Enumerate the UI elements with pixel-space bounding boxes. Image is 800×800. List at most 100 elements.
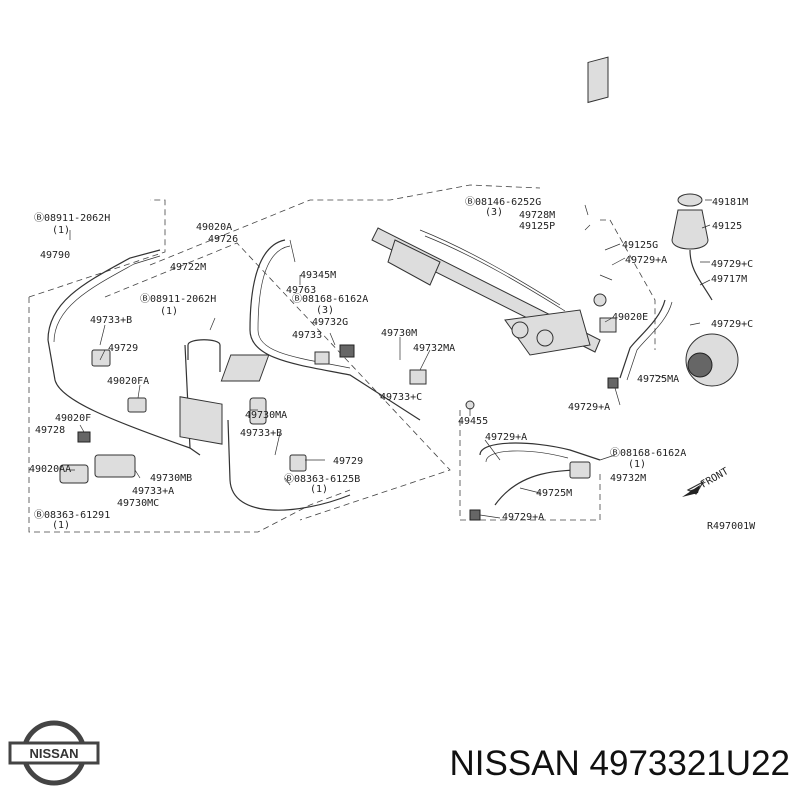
part-label: 49730MB <box>150 473 192 484</box>
part-label: 49020A <box>196 222 232 233</box>
part-label: 49730MA <box>245 410 287 421</box>
part-label: 49729+A <box>485 432 527 443</box>
pressure-hose-49722m <box>249 239 421 421</box>
part-label: 49729 <box>333 456 363 467</box>
clamp-49732g <box>339 344 355 358</box>
logo-bar <box>8 741 100 765</box>
part-label: 49125 <box>712 221 742 232</box>
oil-pump-pulley <box>687 352 713 378</box>
upper-right-outline <box>600 219 656 350</box>
clamp-49733 <box>314 351 330 365</box>
part-label: 49020FA <box>107 376 149 387</box>
part-label: 49725MA <box>637 374 679 385</box>
part-label: 49726 <box>208 234 238 245</box>
part-label: Ⓑ08911-2062H <box>140 293 216 305</box>
plate-49730ma <box>249 397 267 425</box>
part-label: Ⓑ08168-6162A <box>610 447 686 459</box>
front-arrow-head <box>682 485 700 497</box>
cooler-pipe-lower <box>184 344 201 456</box>
return-pipe-49790 <box>47 249 161 341</box>
part-label: 49725M <box>536 488 572 499</box>
part-label: 49730M <box>381 328 417 339</box>
return-pipe-49790-inner <box>53 255 161 343</box>
part-label: 49732M <box>610 473 646 484</box>
part-label: Ⓑ08363-61291 <box>34 509 110 521</box>
part-label: 49020F <box>55 413 91 424</box>
part-label: 49733+B <box>240 428 282 439</box>
part-label: 49729+C <box>711 319 753 330</box>
part-label: (1) <box>310 484 328 495</box>
part-label: Ⓑ08363-6125B <box>284 473 360 485</box>
part-label: (1) <box>52 225 70 236</box>
part-label: 49729+A <box>502 512 544 523</box>
gear-joint-3 <box>593 293 607 307</box>
part-label: (1) <box>52 520 70 531</box>
pressure-hose-49722m-inner <box>257 245 351 369</box>
bracket-49125g <box>587 56 609 104</box>
part-label: (3) <box>316 305 334 316</box>
part-label: 49733+C <box>380 392 422 403</box>
clamp-49729-center <box>289 454 307 472</box>
part-label: 49125P <box>519 221 555 232</box>
leader-lines <box>69 199 712 519</box>
part-label: Ⓑ08146-6252G <box>465 196 541 208</box>
part-label: 49345M <box>300 270 336 281</box>
clamp-49732m <box>569 461 591 479</box>
part-label: 49455 <box>458 416 488 427</box>
part-label: 49733+B <box>90 315 132 326</box>
part-label: 49717M <box>711 274 747 285</box>
part-label: 49020E <box>612 312 648 323</box>
part-label: (1) <box>160 306 178 317</box>
suction-hose-inner <box>626 301 673 381</box>
cooler-loop <box>187 339 221 372</box>
part-label: 49728 <box>35 425 65 436</box>
clamp-49729a-right <box>607 377 619 389</box>
part-label: 49733 <box>292 330 322 341</box>
part-label: 49732G <box>312 317 348 328</box>
part-label: 49729+A <box>625 255 667 266</box>
part-label: 49020AA <box>29 464 71 475</box>
part-label: 49722M <box>170 262 206 273</box>
logo-text: NISSAN <box>29 746 78 761</box>
lower-return-pipe <box>227 419 351 511</box>
part-label: (3) <box>485 207 503 218</box>
clamp-49020e <box>599 317 617 333</box>
clamp-49020fa <box>127 397 147 413</box>
return-hose-49725m-inner <box>485 450 569 463</box>
part-number-caption: NISSAN 4973321U22 <box>449 744 791 783</box>
bracket-49730mb <box>94 454 136 478</box>
part-label: 49733+A <box>132 486 174 497</box>
gear-joint-1 <box>511 321 529 339</box>
center-group-outline <box>104 242 451 521</box>
reservoir-cap-49181m <box>677 193 703 207</box>
reservoir-hose-49717m <box>689 249 713 301</box>
part-label: 49729+C <box>711 259 753 270</box>
part-label: 49125G <box>622 240 658 251</box>
part-label: (1) <box>628 459 646 470</box>
bracket-49730m <box>220 354 270 382</box>
nissan-logo: NISSAN <box>8 720 100 786</box>
part-label: 49729+A <box>568 402 610 413</box>
part-label: Ⓑ08911-2062H <box>34 212 110 224</box>
part-label: 49790 <box>40 250 70 261</box>
part-label: 49729 <box>108 343 138 354</box>
label-layer: Ⓑ08911-2062H (1) 49790 49733+B 49729 490… <box>29 196 756 532</box>
suction-hose <box>619 299 666 379</box>
clamp-49732ma <box>409 369 427 385</box>
diagram-ref-code: R497001W <box>707 521 756 532</box>
left-group-outline <box>28 297 351 533</box>
steering-rack-housing <box>387 239 441 286</box>
cooler-core <box>179 396 223 445</box>
part-label: 49728M <box>519 210 555 221</box>
front-label: FRONT <box>699 466 731 491</box>
gear-joint-2 <box>536 329 554 347</box>
bracket-49020aa <box>59 464 89 484</box>
part-label: 49763 <box>286 285 316 296</box>
part-label: Ⓑ08168-6162A <box>292 293 368 305</box>
part-label: 49732MA <box>413 343 455 354</box>
rack-group-outline <box>149 184 541 266</box>
rear-group-outline <box>28 199 166 298</box>
pump-group-outline <box>459 410 601 521</box>
reservoir-49125 <box>671 209 709 250</box>
